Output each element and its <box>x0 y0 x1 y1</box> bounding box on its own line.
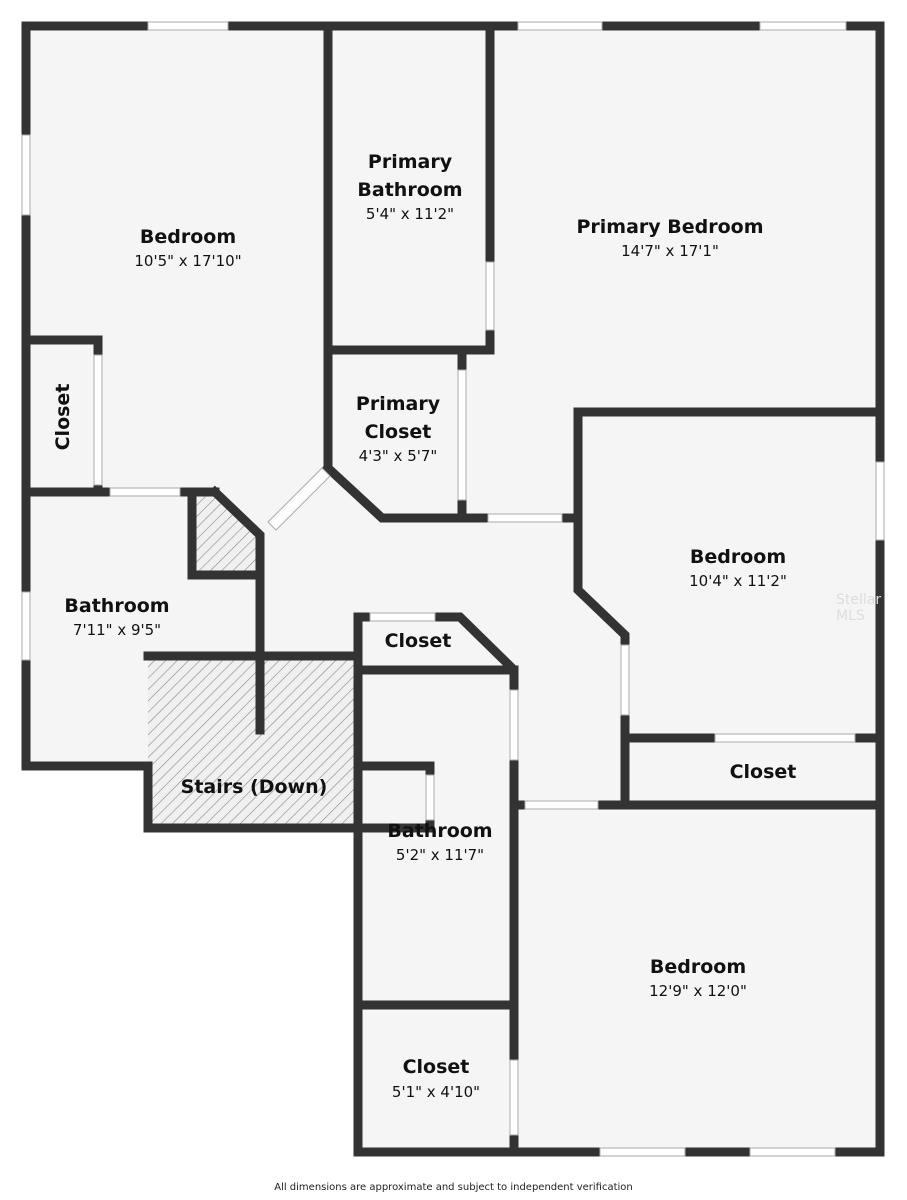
room-dims: 5'2" x 11'7" <box>396 846 484 864</box>
windows <box>21 21 885 1157</box>
footer-disclaimer: All dimensions are approximate and subje… <box>274 1182 633 1193</box>
room-closet-right[interactable]: Closet <box>730 761 797 783</box>
room-dims: 10'5" x 17'10" <box>134 252 241 270</box>
floor-area <box>26 26 880 1152</box>
room-label: Closet <box>365 421 432 443</box>
room-label: Primary <box>356 393 441 415</box>
stairs-area <box>148 656 358 828</box>
room-primary-bedroom[interactable]: Primary Bedroom 14'7" x 17'1" <box>576 216 763 260</box>
room-bathroom-2[interactable]: Bathroom 5'2" x 11'7" <box>387 820 492 864</box>
room-closet-bottom[interactable]: Closet 5'1" x 4'10" <box>392 1056 480 1101</box>
room-bedroom-2[interactable]: Bedroom 10'4" x 11'2" <box>689 546 787 590</box>
room-dims: 10'4" x 11'2" <box>689 572 787 590</box>
room-label: Bathroom <box>64 595 169 617</box>
stairs-down[interactable]: Stairs (Down) <box>181 776 328 798</box>
room-label: Primary Bedroom <box>576 216 763 238</box>
room-label: Bathroom <box>357 179 462 201</box>
room-dims: 14'7" x 17'1" <box>621 242 719 260</box>
room-dims: 12'9" x 12'0" <box>649 982 747 1000</box>
room-dims: 4'3" x 5'7" <box>359 447 438 465</box>
shaft-area <box>192 492 260 575</box>
room-label: Bedroom <box>140 226 236 248</box>
room-dims: 5'4" x 11'2" <box>366 205 454 223</box>
room-label: Bedroom <box>650 956 746 978</box>
room-primary-bathroom[interactable]: Primary Bathroom 5'4" x 11'2" <box>357 151 462 223</box>
room-closet-center[interactable]: Closet <box>385 630 452 652</box>
room-label: Primary <box>368 151 453 173</box>
room-primary-closet[interactable]: Primary Closet 4'3" x 5'7" <box>356 393 441 465</box>
room-bathroom-1[interactable]: Bathroom 7'11" x 9'5" <box>64 595 169 639</box>
room-label: Stairs (Down) <box>181 776 328 798</box>
room-label: Bathroom <box>387 820 492 842</box>
room-label: Closet <box>403 1056 470 1078</box>
room-label: Closet <box>385 630 452 652</box>
room-bedroom-1[interactable]: Bedroom 10'5" x 17'10" <box>134 226 241 270</box>
room-label: Bedroom <box>690 546 786 568</box>
room-label: Closet <box>52 384 74 451</box>
room-dims: 5'1" x 4'10" <box>392 1083 480 1101</box>
room-closet-left[interactable]: Closet <box>52 384 74 451</box>
room-dims: 7'11" x 9'5" <box>73 621 161 639</box>
room-label: Closet <box>730 761 797 783</box>
room-bedroom-3[interactable]: Bedroom 12'9" x 12'0" <box>649 956 747 1000</box>
watermark: Stellar MLS <box>836 592 882 624</box>
